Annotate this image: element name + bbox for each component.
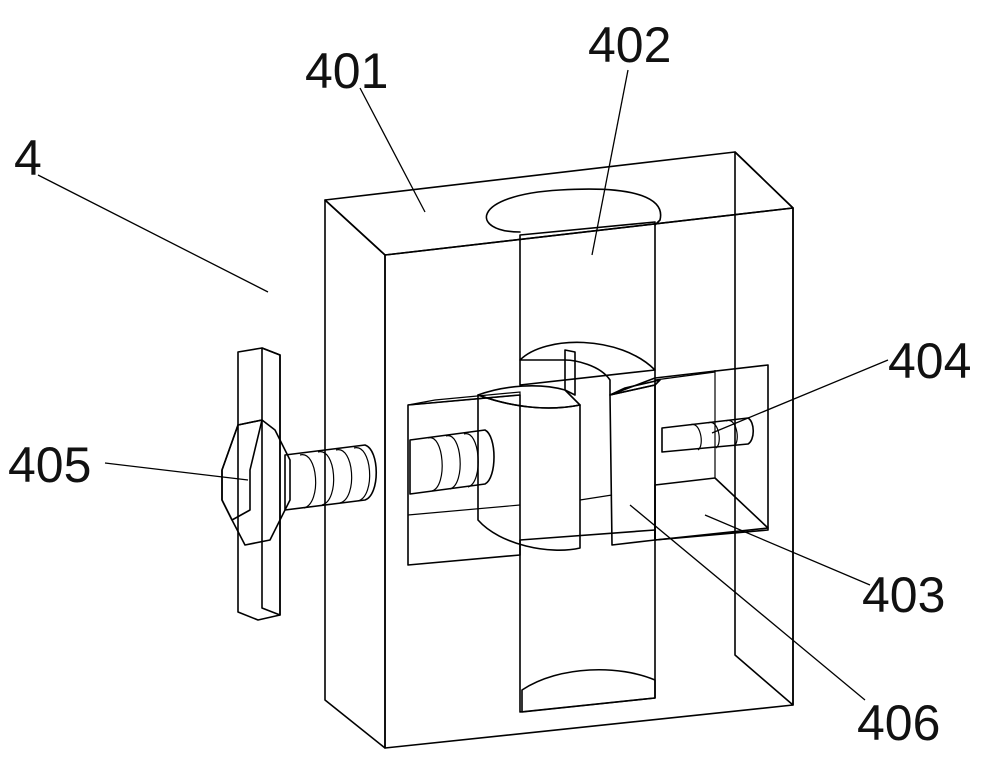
handle-assembly: [221, 347, 495, 621]
block-top-face: [324, 151, 794, 256]
block-right-face: [734, 151, 794, 706]
bore-bottom-curve: [521, 668, 656, 713]
leader-401: [359, 87, 426, 213]
leader-403: [704, 514, 871, 586]
left-window-inner: [407, 391, 521, 406]
block-front-face: [384, 207, 794, 749]
clamp-jaw-left: [477, 394, 581, 551]
clamp-halves: [477, 341, 661, 551]
leader-402: [591, 69, 629, 256]
right-window: [654, 364, 769, 541]
handle-bar: [237, 347, 281, 621]
label-402: 402: [588, 17, 671, 73]
bore-top-opening: [485, 188, 662, 233]
block-body: [324, 151, 794, 749]
label-406: 406: [857, 695, 940, 751]
label-401: 401: [305, 43, 388, 99]
leader-406: [629, 504, 866, 701]
leader-404: [711, 359, 889, 434]
label-405: 405: [8, 437, 91, 493]
leader-4: [37, 174, 269, 293]
handle-shaft: [284, 444, 377, 511]
label-4: 4: [14, 130, 42, 186]
label-403: 403: [862, 567, 945, 623]
bore-channel-lower: [519, 529, 656, 713]
label-404: 404: [888, 333, 971, 389]
clamp-jaw-right: [609, 384, 656, 546]
clamp-inner: [519, 341, 656, 396]
leader-405: [104, 462, 249, 481]
screw-right: [661, 417, 755, 453]
left-window: [407, 394, 521, 566]
